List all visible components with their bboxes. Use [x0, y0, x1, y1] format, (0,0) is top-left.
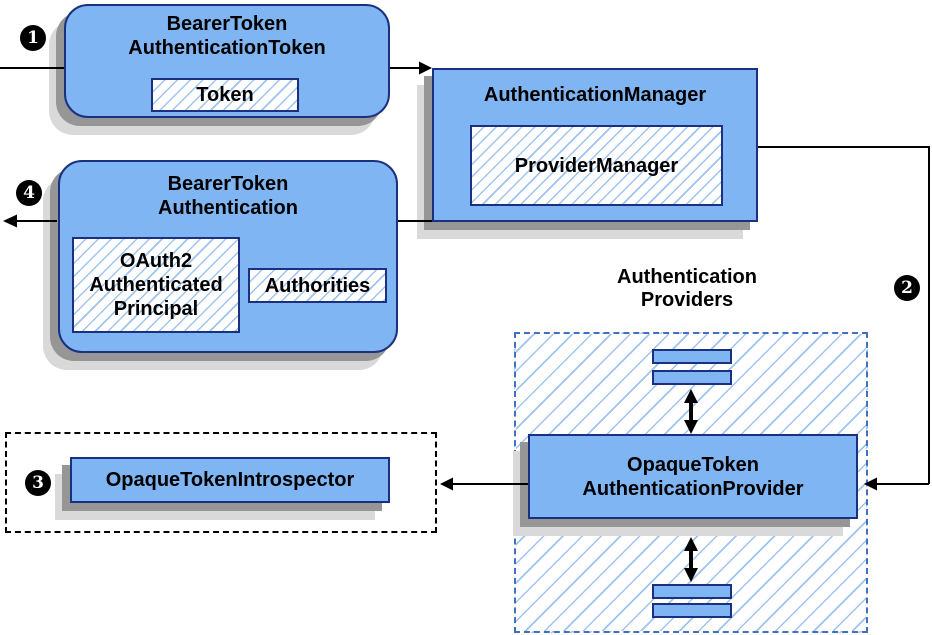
node-opaque-token-introspector-title: OpaqueTokenIntrospector — [105, 469, 355, 491]
authorities-chip-label: Authorities — [264, 274, 371, 297]
step-4-badge: 4 — [16, 180, 42, 206]
provider-placeholder-rect-top-2 — [652, 370, 732, 385]
authorities-chip: Authorities — [248, 268, 387, 303]
step-1-badge: 1 — [20, 25, 46, 51]
arrowhead-to-introspector — [440, 477, 453, 491]
node-bearer-token-authentication-token-title: BearerToken AuthenticationToken — [128, 13, 326, 59]
token-chip-label: Token — [196, 84, 254, 106]
provider-placeholder-rect-bottom-1 — [652, 584, 732, 599]
node-bearer-token-authentication-token: BearerToken AuthenticationToken Token — [64, 4, 390, 118]
token-chip: Token — [151, 78, 299, 112]
arrowhead-outgoing — [3, 214, 17, 228]
node-bearer-token-authentication: BearerToken Authentication OAuth2 Authen… — [58, 160, 398, 353]
oauth2-authenticated-principal-chip: OAuth2 Authenticated Principal — [72, 237, 240, 333]
node-opaque-token-authentication-provider-title: OpaqueToken AuthenticationProvider — [582, 453, 804, 500]
node-authentication-manager-title: AuthenticationManager — [483, 84, 707, 106]
arrowhead-to-authentication-manager — [419, 61, 432, 75]
provider-manager-chip: ProviderManager — [470, 125, 723, 206]
provider-placeholder-rect-bottom-2 — [652, 603, 732, 618]
authentication-providers-title: Authentication Providers — [617, 266, 757, 311]
provider-manager-chip-label: ProviderManager — [514, 154, 679, 177]
node-authentication-manager: AuthenticationManager ProviderManager — [432, 68, 758, 222]
step-2-badge: 2 — [894, 275, 920, 301]
node-bearer-token-authentication-title: BearerToken Authentication — [158, 173, 298, 219]
node-opaque-token-introspector: OpaqueTokenIntrospector — [70, 457, 390, 503]
provider-placeholder-rect-top-1 — [652, 349, 732, 364]
node-opaque-token-authentication-provider: OpaqueToken AuthenticationProvider — [528, 434, 858, 519]
oauth2-authenticated-principal-chip-label: OAuth2 Authenticated Principal — [89, 250, 223, 320]
step-3-badge: 3 — [25, 470, 51, 496]
